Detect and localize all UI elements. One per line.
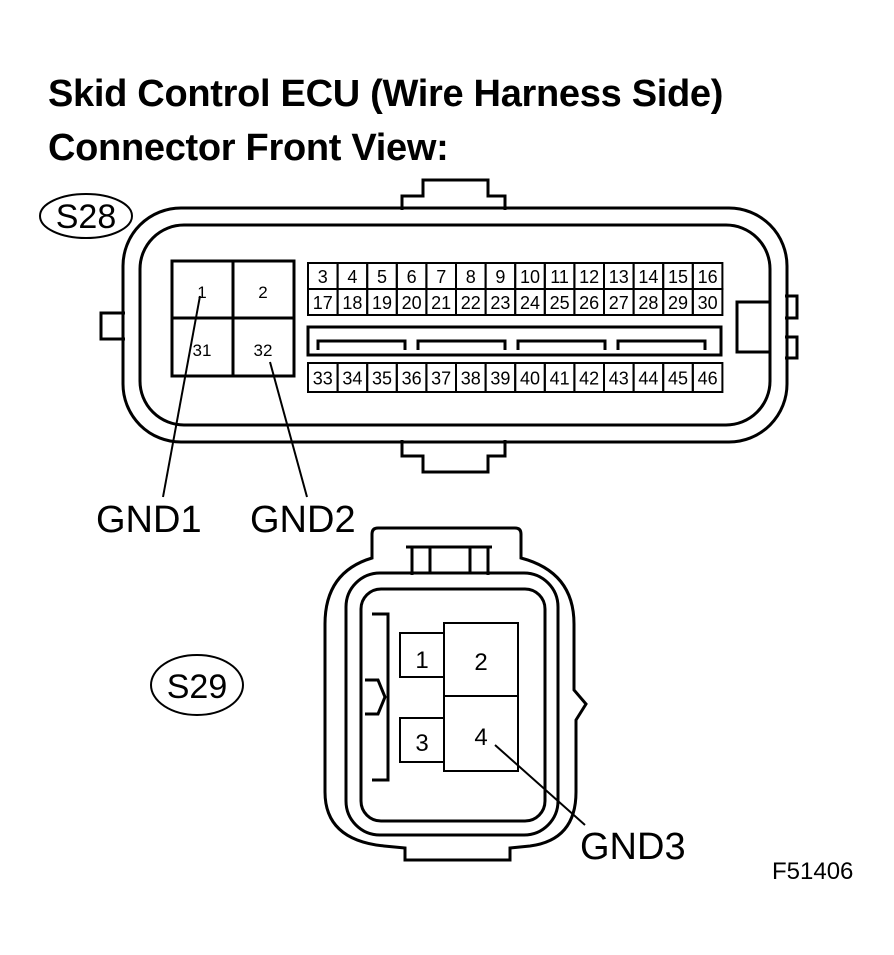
pin-number: 20 (402, 293, 422, 313)
pin-number: 27 (609, 293, 629, 313)
pin-number: 43 (609, 369, 629, 389)
pin-cell (691, 362, 724, 393)
pin-number: 30 (698, 293, 718, 313)
pin-number: 38 (461, 369, 481, 389)
pin-number: 5 (377, 267, 387, 287)
pin-number: 1 (415, 647, 428, 674)
pin-number: 41 (550, 369, 570, 389)
connector-s29-pin-labels: 1 2 3 4 (415, 647, 487, 757)
pin-number: 21 (431, 293, 451, 313)
pin-cell (691, 288, 724, 316)
figure-code: F51406 (772, 858, 854, 885)
big-pin-number: 2 (258, 283, 267, 302)
pin-number: 35 (372, 369, 392, 389)
big-pin-number: 31 (193, 341, 212, 360)
pin-number: 42 (579, 369, 599, 389)
pin-number: 34 (342, 369, 362, 389)
pin-number: 23 (490, 293, 510, 313)
pin-number: 14 (638, 267, 658, 287)
big-pin-number: 1 (197, 283, 206, 302)
pin-number: 6 (407, 267, 417, 287)
pin-number: 10 (520, 267, 540, 287)
pin-number: 17 (313, 293, 333, 313)
pin-number: 46 (698, 369, 718, 389)
pin-number: 24 (520, 293, 540, 313)
connector-s28 (99, 178, 799, 474)
leader-line-gnd1 (162, 295, 201, 498)
pin-number: 3 (318, 267, 328, 287)
pin-number: 15 (668, 267, 688, 287)
pin-number: 12 (579, 267, 599, 287)
label-gnd3: GND3 (580, 826, 686, 868)
pin-number: 7 (436, 267, 446, 287)
title-line-2: Connector Front View: (48, 127, 449, 169)
pin-number: 13 (609, 267, 629, 287)
pin-number: 26 (579, 293, 599, 313)
pin-number: 22 (461, 293, 481, 313)
connector-id-s28: S28 (56, 198, 117, 236)
pin-number: 40 (520, 369, 540, 389)
pin-number: 4 (474, 724, 487, 751)
pin-number: 2 (474, 649, 487, 676)
pin-number: 36 (402, 369, 422, 389)
pin-number: 45 (668, 369, 688, 389)
connector-id-ellipse-s28 (39, 193, 133, 239)
pin-number: 9 (495, 267, 505, 287)
pin-number: 33 (313, 369, 333, 389)
pin-number: 16 (698, 267, 718, 287)
big-pin-number: 32 (254, 341, 273, 360)
label-gnd1: GND1 (96, 499, 202, 541)
pin-number: 11 (550, 267, 569, 287)
leader-line-gnd2 (269, 361, 308, 498)
pin-number: 44 (638, 369, 658, 389)
pin-number: 37 (431, 369, 451, 389)
pin-number: 3 (415, 730, 428, 757)
pin-number: 29 (668, 293, 688, 313)
pin-number: 4 (347, 267, 357, 287)
pin-number: 28 (638, 293, 658, 313)
label-gnd2: GND2 (250, 499, 356, 541)
pin-number: 19 (372, 293, 392, 313)
pin-number: 25 (550, 293, 570, 313)
connector-id-s29: S29 (167, 668, 228, 706)
leader-line-gnd3 (494, 744, 586, 826)
pin-number: 39 (490, 369, 510, 389)
pin-number: 8 (466, 267, 476, 287)
connector-id-ellipse-s29 (150, 654, 244, 716)
title-line-1: Skid Control ECU (Wire Harness Side) (48, 73, 724, 115)
pin-number: 18 (342, 293, 362, 313)
connector-s29 (323, 526, 588, 862)
